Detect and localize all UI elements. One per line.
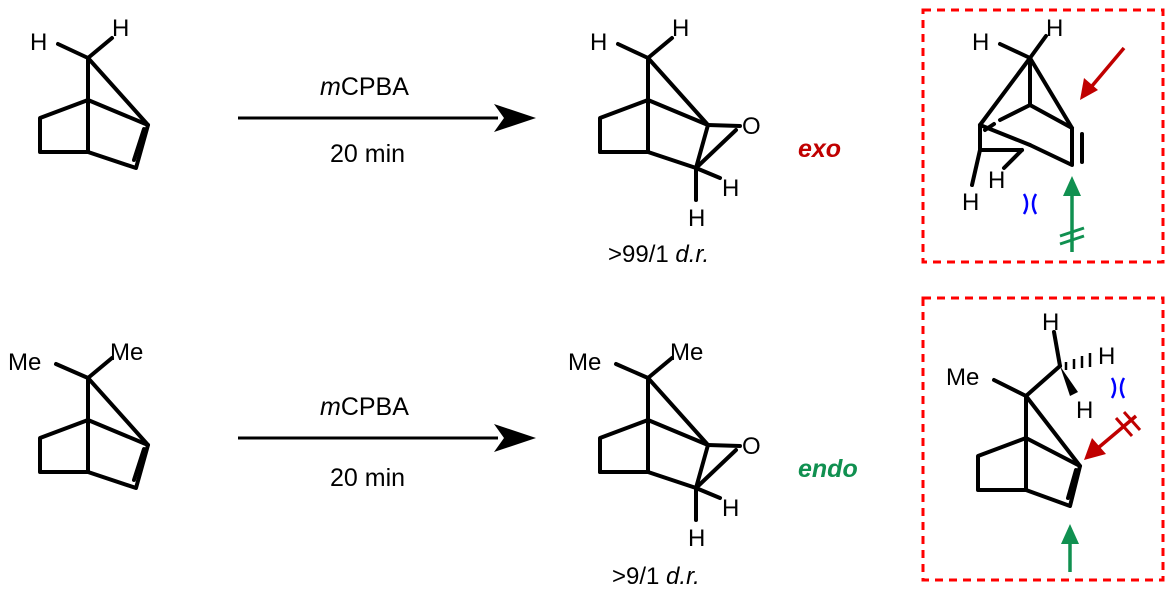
reaction-arrow-2: mCPBA 20 min <box>238 393 536 492</box>
me-group-label: Me <box>946 364 979 391</box>
endo-face-model-box: H H H Me <box>921 296 1165 582</box>
h-atom-label: H <box>972 29 989 56</box>
h-atom-label: H <box>722 175 739 202</box>
o-atom-label: O <box>742 433 761 460</box>
h-atom-label: H <box>672 15 689 42</box>
me-group-label: Me <box>568 349 601 376</box>
exo-face-model-box: H H H H <box>921 8 1165 264</box>
reaction-time-label: 20 min <box>330 140 405 168</box>
reaction-arrow-1: mCPBA 20 min <box>238 73 536 168</box>
h-atom-label: H <box>688 205 705 232</box>
h-atom-label: H <box>1046 15 1063 42</box>
me-group-label: Me <box>8 349 41 376</box>
h-atom-label: H <box>1042 309 1059 336</box>
exo-epoxide-product: H H O H H >99/1 d.r. <box>590 15 761 268</box>
h-atom-label: H <box>1076 397 1093 424</box>
diastereomeric-ratio: >99/1 d.r. <box>608 241 709 268</box>
diastereomeric-ratio: >9/1 d.r. <box>612 563 700 590</box>
h-atom-label: H <box>688 525 705 552</box>
norbornene-starting-material: H H <box>30 15 150 170</box>
h-atom-label: H <box>722 495 739 522</box>
h-atom-label: H <box>112 15 129 42</box>
h-atom-label: H <box>1098 343 1115 370</box>
reaction-time-label: 20 min <box>330 464 405 492</box>
exo-selectivity-label: exo <box>798 135 841 163</box>
h-atom-label: H <box>962 189 979 216</box>
endo-epoxide-product: Me Me O H H >9/1 d.r. <box>568 339 761 590</box>
o-atom-label: O <box>742 113 761 140</box>
reagent-label: mCPBA <box>320 393 409 421</box>
dimethyl-norbornene-starting-material: Me Me <box>8 339 150 490</box>
h-atom-label: H <box>590 29 607 56</box>
h-atom-label: H <box>988 167 1005 194</box>
reagent-label: mCPBA <box>320 73 409 101</box>
h-atom-label: H <box>30 29 47 56</box>
me-group-label: Me <box>110 339 143 366</box>
me-group-label: Me <box>670 339 703 366</box>
endo-selectivity-label: endo <box>798 455 858 483</box>
